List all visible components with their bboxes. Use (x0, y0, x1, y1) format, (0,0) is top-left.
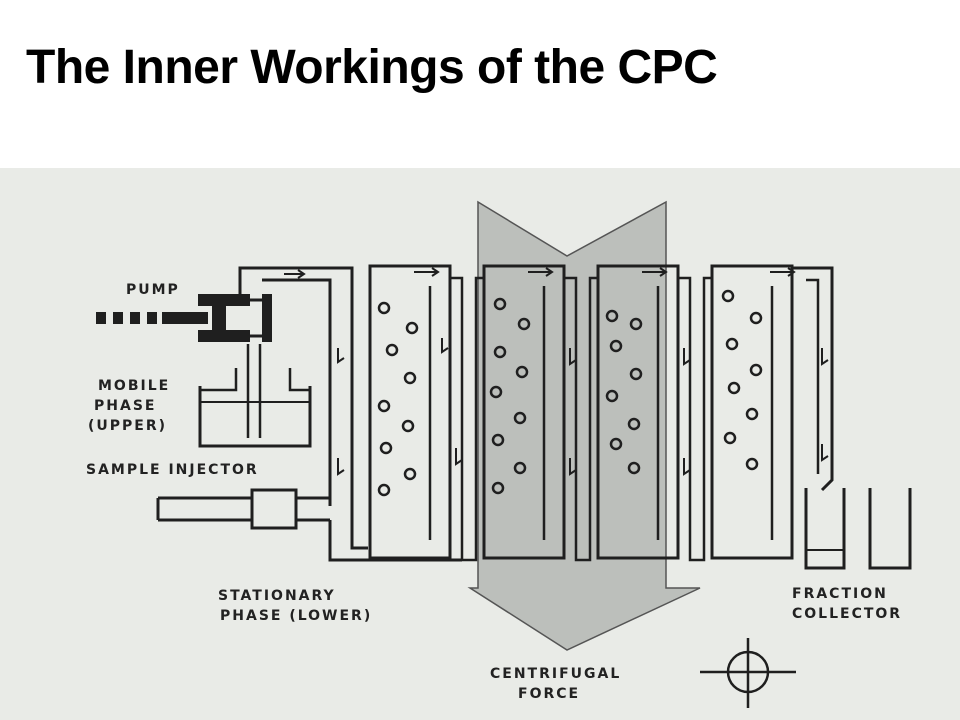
centrifugal-force-label-line1: CENTRIFUGAL (490, 666, 621, 682)
mobile-phase-label-line2: PHASE (94, 398, 156, 414)
cpc-diagram: PUMP MOBILE PHASE (UPPER) SAMPLE INJECTO… (0, 168, 960, 720)
mobile-phase-label-line1: MOBILE (98, 378, 170, 394)
fraction-collector-icon (804, 488, 912, 570)
column-chamber-3 (596, 264, 680, 560)
transfer-tubing (328, 520, 462, 562)
mobile-phase-reservoir-icon (198, 344, 312, 448)
centrifugal-force-label-line2: FORCE (518, 686, 580, 702)
sample-injector-icon (156, 488, 330, 530)
column-chamber-4 (710, 264, 794, 560)
connector-tube (564, 276, 598, 562)
column-chamber-2 (482, 264, 566, 560)
stationary-phase-label-line2: PHASE (LOWER) (220, 608, 372, 624)
fraction-collector-label-line1: FRACTION (792, 586, 888, 602)
crosshair-circle-icon (700, 638, 796, 708)
sample-injector-label: SAMPLE INJECTOR (86, 462, 259, 478)
outlet-tubing (792, 266, 834, 492)
centrifugal-force-arrow (467, 200, 701, 651)
column-chamber-1 (368, 264, 452, 560)
connector-tube (450, 276, 484, 562)
fraction-collector-label-line2: COLLECTOR (792, 606, 902, 622)
slide-title: The Inner Workings of the CPC (26, 41, 718, 94)
stationary-phase-label-line1: STATIONARY (218, 588, 336, 604)
connector-tube (678, 276, 712, 562)
pump-icon (96, 294, 272, 342)
mobile-phase-label-line3: (UPPER) (88, 418, 167, 434)
pump-label: PUMP (126, 282, 180, 298)
